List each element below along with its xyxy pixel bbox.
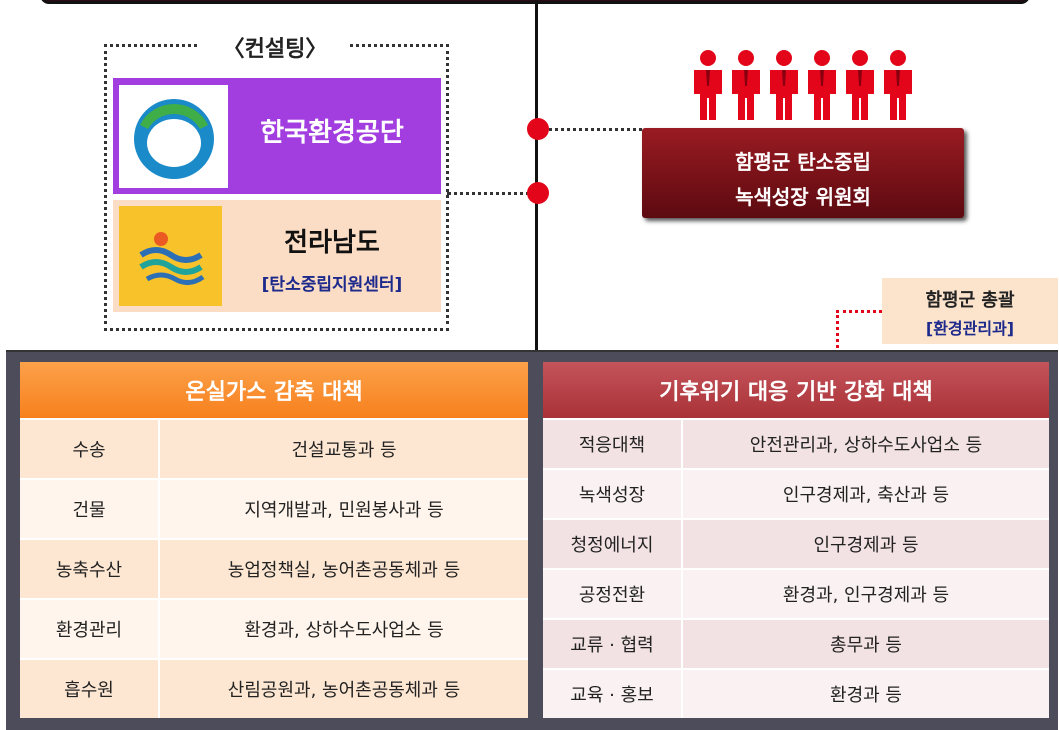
category-cell: 청정에너지 [543,520,681,568]
committee-line1: 함평군 탄소중립 [735,150,871,174]
committee-box: 함평군 탄소중립 녹색성장 위원회 [642,128,964,218]
category-cell: 건물 [20,480,158,538]
person-figure [884,50,912,120]
person-figure [732,50,760,120]
kec-name: 한국환경공단 [260,118,404,148]
consulting-title: 〈컨설팅〉 [200,31,350,63]
category-cell: 농축수산 [20,540,158,598]
hampyeong-connector-v [836,310,839,354]
departments-cell: 안전관리과, 상하수도사업소 등 [681,420,1049,468]
person-figure [808,50,836,120]
departments-cell: 건설교통과 등 [158,420,528,478]
category-cell: 환경관리 [20,600,158,658]
departments-cell: 농업정책실, 농어촌공동체과 등 [158,540,528,598]
departments-cell: 산림공원과, 농어촌공동체과 등 [158,660,528,718]
connector-dot-upper [527,118,549,140]
connector-dot-lower [527,182,549,204]
departments-cell: 인구경제과, 축산과 등 [681,470,1049,518]
category-cell: 교육 · 홍보 [543,670,681,718]
person-figure [770,50,798,120]
people-icon [690,48,915,122]
category-cell: 적응대책 [543,420,681,468]
departments-cell: 인구경제과 등 [681,520,1049,568]
climate-table-header: 기후위기 대응 기반 강화 대책 [543,362,1049,418]
category-cell: 흡수원 [20,660,158,718]
hampyeong-dept: [환경관리과] [925,319,1015,338]
ghg-table-header: 온실가스 감축 대책 [20,362,528,418]
departments-cell: 총무과 등 [681,620,1049,668]
hampyeong-title: 함평군 총괄 [925,290,1015,311]
person-figure [846,50,874,120]
committee-line2: 녹색성장 위원회 [735,185,871,209]
jeollanamdo-name: 전라남도 [284,228,380,258]
departments-cell: 환경과 등 [681,670,1049,718]
category-cell: 수송 [20,420,158,478]
vertical-connector-line [535,0,538,352]
hampyeong-box: 함평군 총괄 [환경관리과] [882,278,1058,344]
jeollanamdo-logo-icon [119,206,222,306]
hampyeong-connector-h [836,310,882,313]
committee-connector [549,128,642,131]
consult-connector [447,192,537,195]
category-cell: 녹색성장 [543,470,681,518]
departments-cell: 환경과, 인구경제과 등 [681,570,1049,618]
departments-cell: 환경과, 상하수도사업소 등 [158,600,528,658]
category-cell: 공정전환 [543,570,681,618]
category-cell: 교류 · 협력 [543,620,681,668]
korea-environment-corp-logo-icon [119,85,228,188]
departments-cell: 지역개발과, 민원봉사과 등 [158,480,528,538]
jeollanamdo-subtitle: [탄소중립지원센터] [261,275,403,295]
person-figure [694,50,722,120]
